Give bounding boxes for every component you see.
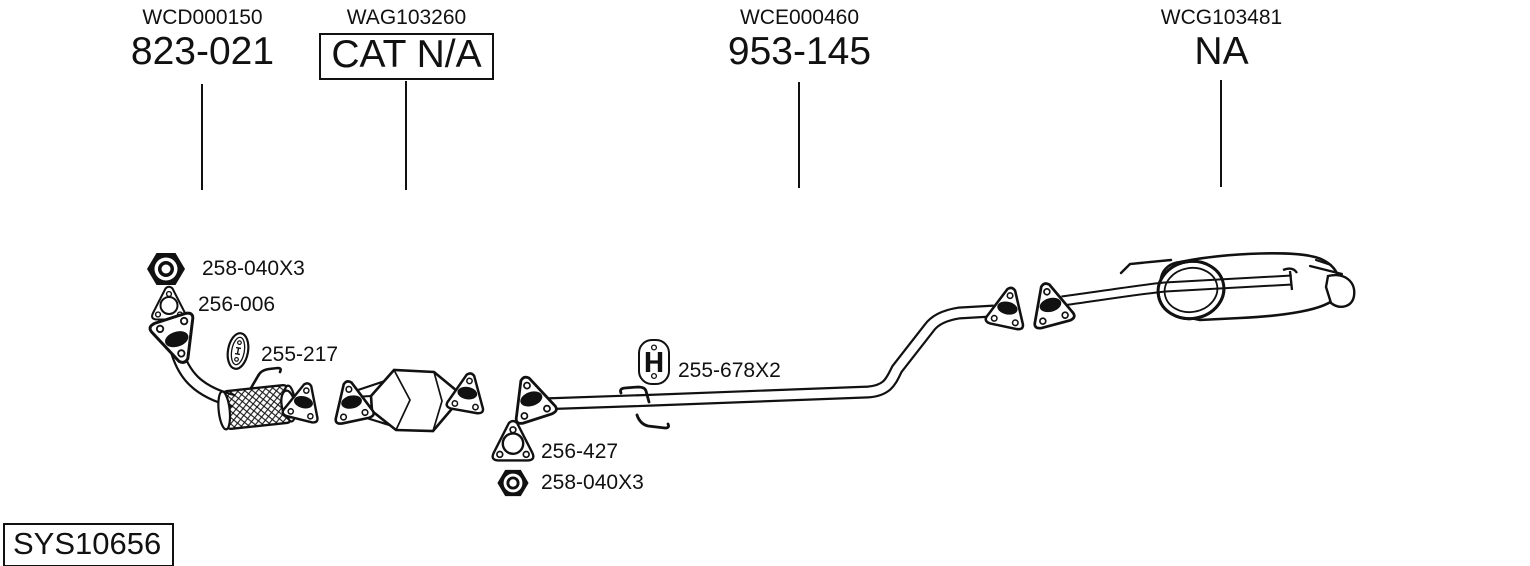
fitting-part-label: 255-217 [261,343,339,366]
hanger-hook-bottom [635,413,670,430]
fitting-part-label: 258-040X3 [202,257,305,280]
ref-group-front-pipe: WCD000150 823-021 [105,6,300,73]
centre-pipe [503,282,1032,430]
rear-silencer-assembly [1023,252,1356,331]
part-number: 823-021 [130,30,275,74]
h-hanger-icon [638,339,670,385]
system-code-badge: SYS10656 [3,523,175,566]
fitting-part-label: 255-678X2 [678,359,781,382]
part-number-boxed: CAT N/A [319,33,494,81]
part-number: NA [1194,30,1249,74]
oval-hanger-icon [226,332,250,370]
oe-code: WAG103260 [346,6,467,29]
leader-line [201,84,203,190]
front-hanger-rod [1119,258,1173,275]
leader-line [405,81,407,190]
ref-group-catalyst: WAG103260 CAT N/A [309,6,504,81]
ref-group-centre-pipe: WCE000460 953-145 [702,6,897,73]
hanger-rod [249,366,282,390]
leader-line [1220,80,1222,187]
front-pipe [147,310,327,431]
hex-nut-icon [497,469,529,497]
catalytic-converter [327,368,491,433]
fitting-part-label: 256-427 [541,440,619,463]
ref-group-rear-silencer: WCG103481 NA [1124,6,1319,73]
triangle-gasket-icon [491,419,535,462]
rear-hanger-rods [1308,258,1344,276]
cat-body [369,368,459,433]
cat-facets [393,369,443,432]
fitting-part-label: 258-040X3 [541,471,644,494]
oe-code: WCD000150 [142,6,263,29]
oe-code: WCG103481 [1160,6,1283,29]
hex-nut-icon [147,253,185,285]
part-number: 953-145 [727,30,872,74]
fitting-part-label: 256-006 [198,293,276,316]
inner-pipe-end [1282,267,1298,291]
hanger-hook-top [619,385,651,404]
leader-line [798,82,800,188]
tailpipe [1324,273,1356,308]
oe-code: WCE000460 [739,6,860,29]
muffler-front-rim [1156,259,1226,321]
